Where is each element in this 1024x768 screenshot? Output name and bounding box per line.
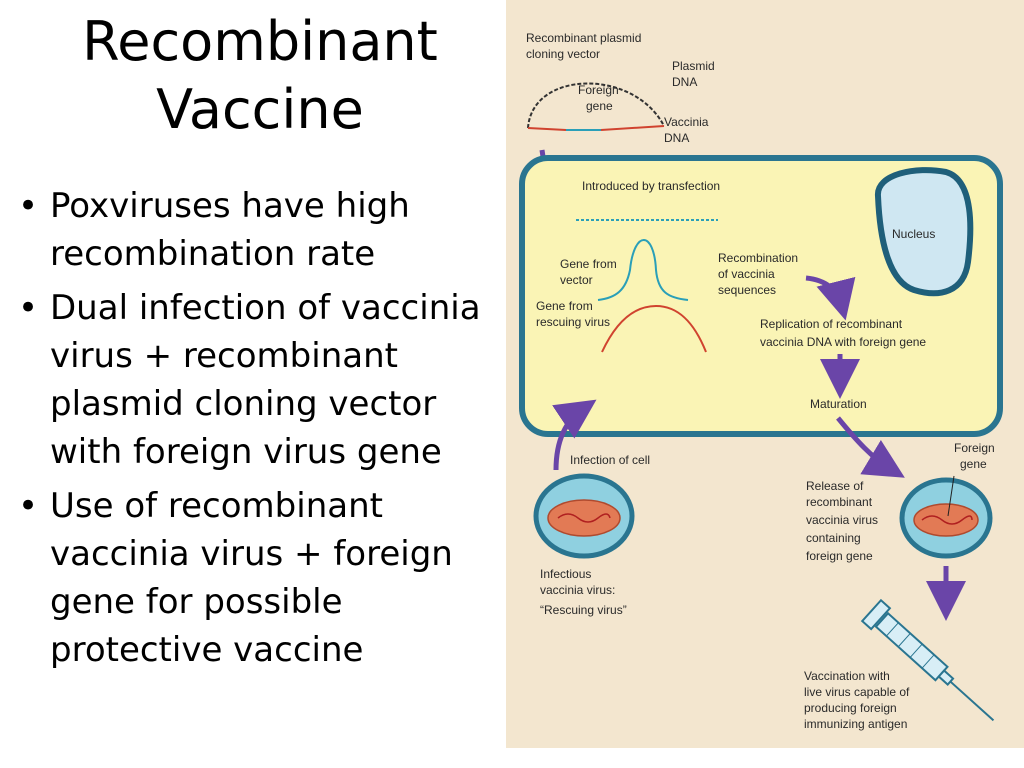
infectious-virus-label: “Rescuing virus” bbox=[540, 603, 627, 617]
nucleus-shape bbox=[875, 167, 974, 297]
infectious-virus-label: Infectious bbox=[540, 567, 591, 581]
infectious-virus-label: vaccinia virus: bbox=[540, 583, 615, 597]
rescuing-virus bbox=[533, 473, 635, 559]
plasmid-vector-label: Recombinant plasmid bbox=[526, 31, 641, 45]
plasmid-vector-label: cloning vector bbox=[526, 47, 600, 61]
foreign-gene-right-label: gene bbox=[960, 457, 987, 471]
bullet-list: • Poxviruses have high recombination rate… bbox=[14, 182, 484, 680]
plasmid-dna-label: Plasmid bbox=[672, 59, 715, 73]
gene-from-rescuing-label: Gene from bbox=[536, 299, 593, 313]
foreign-gene-label: gene bbox=[586, 99, 613, 113]
gene-from-vector-label: Gene from bbox=[560, 257, 617, 271]
release-arrow bbox=[836, 416, 905, 478]
maturation-label: Maturation bbox=[810, 397, 867, 411]
vector-gene-strand bbox=[597, 239, 689, 301]
bullet-item: • Use of recombinant vaccinia virus + for… bbox=[14, 482, 484, 674]
title-line-1: Recombinant bbox=[82, 10, 438, 73]
foreign-gene-right-label: Foreign bbox=[954, 441, 995, 455]
gene-from-rescuing-label: rescuing virus bbox=[536, 315, 610, 329]
bullet-marker: • bbox=[18, 486, 39, 526]
release-label: vaccinia virus bbox=[806, 513, 878, 527]
recombination-label: Recombination bbox=[718, 251, 798, 265]
infection-arrow bbox=[552, 399, 597, 471]
plasmid-dna-label: DNA bbox=[672, 75, 697, 89]
recombinant-virus bbox=[899, 475, 993, 559]
replication-label: Replication of recombinant bbox=[760, 317, 903, 331]
recombination-arrow bbox=[805, 275, 856, 321]
replication-label: vaccinia DNA with foreign gene bbox=[760, 335, 926, 349]
bullet-marker: • bbox=[18, 288, 39, 328]
bullet-item: • Poxviruses have high recombination rate bbox=[14, 182, 484, 278]
transfection-label: Introduced by transfection bbox=[582, 179, 720, 193]
nucleus-label: Nucleus bbox=[892, 227, 935, 241]
title-line-2: Vaccine bbox=[156, 78, 364, 141]
rescuing-virus-strand bbox=[601, 304, 707, 353]
syringe-icon bbox=[860, 598, 995, 722]
plasmid-diagram bbox=[527, 82, 665, 131]
bullet-marker: • bbox=[18, 186, 39, 226]
vaccinia-dna-label: Vaccinia bbox=[664, 115, 709, 129]
foreign-gene-label: Foreign bbox=[578, 83, 619, 97]
bullet-text: Dual infection of vaccinia virus + recom… bbox=[50, 288, 481, 472]
vaccinia-dna-label: DNA bbox=[664, 131, 689, 145]
release-label: recombinant bbox=[806, 495, 873, 509]
release-label: Release of bbox=[806, 479, 864, 493]
vaccination-label: Vaccination with bbox=[804, 669, 890, 683]
infection-label: Infection of cell bbox=[570, 453, 650, 467]
bullet-text: Use of recombinant vaccinia virus + fore… bbox=[50, 486, 453, 670]
release-label: foreign gene bbox=[806, 549, 873, 563]
slide-title: Recombinant Vaccine bbox=[0, 8, 520, 144]
gene-from-vector-label: vector bbox=[560, 273, 593, 287]
vaccination-label: live virus capable of bbox=[804, 685, 910, 699]
recombination-label: sequences bbox=[718, 283, 776, 297]
bullet-item: • Dual infection of vaccinia virus + reco… bbox=[14, 284, 484, 476]
bullet-text: Poxviruses have high recombination rate bbox=[50, 186, 410, 274]
release-label: containing bbox=[806, 531, 861, 545]
vaccination-label: producing foreign bbox=[804, 701, 897, 715]
vaccination-label: immunizing antigen bbox=[804, 717, 907, 731]
recombinant-vaccine-diagram: Recombinant plasmid cloning vector Plasm… bbox=[506, 0, 1024, 748]
recombination-label: of vaccinia bbox=[718, 267, 775, 281]
